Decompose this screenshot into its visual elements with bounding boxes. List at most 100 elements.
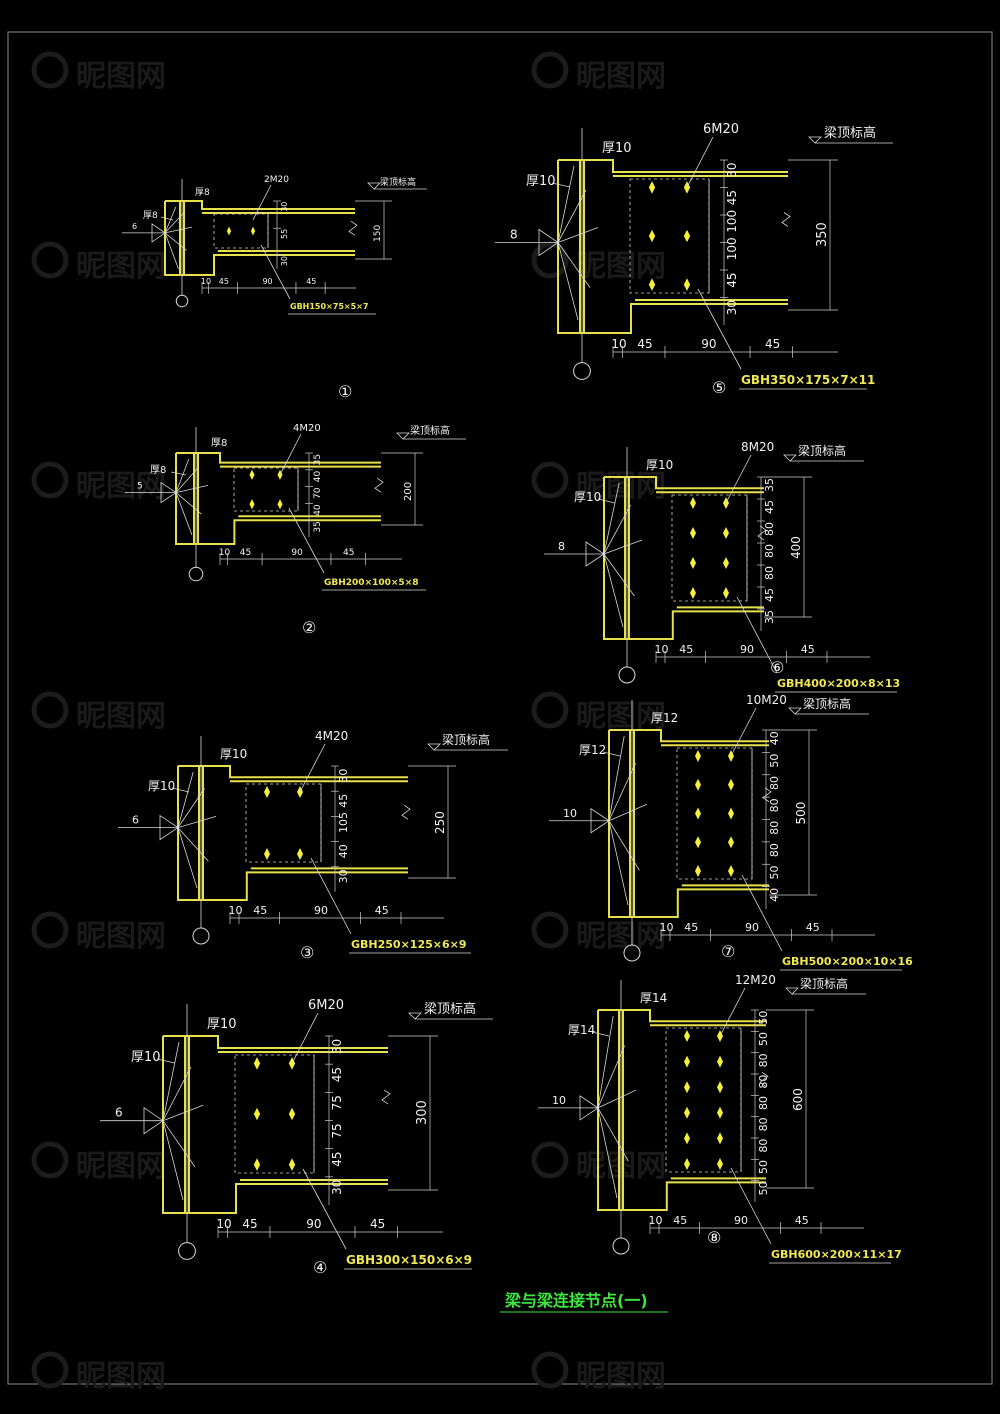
watermark-text: 昵图网 [76, 699, 166, 734]
watermark-text: 昵图网 [576, 59, 666, 94]
beam-top-elevation-label: 梁顶标高 [442, 732, 490, 747]
axis-bubble [618, 666, 636, 684]
connection-plate [213, 213, 269, 249]
horizontal-dimension: 10 [219, 548, 231, 558]
bolt-icon [695, 750, 701, 762]
watermark-logo-icon [31, 51, 69, 89]
watermark-logo-icon [531, 241, 569, 279]
leader-line [602, 751, 621, 757]
bolt-callout: 4M20 [315, 729, 348, 743]
bolt-icon [717, 1132, 723, 1145]
vertical-dimension: 30 [725, 162, 739, 177]
bolt-icon [249, 499, 255, 510]
weld-symbol [122, 223, 167, 243]
plate-thickness-top: 厚10 [646, 458, 673, 472]
horizontal-dimension: 90 [306, 1217, 321, 1231]
leader-line [730, 1167, 772, 1245]
watermark-text: 昵图网 [576, 249, 666, 284]
plate-thickness-left: 厚10 [574, 490, 601, 504]
vertical-dimension: 40 [337, 844, 350, 858]
axis-bubble [178, 1242, 196, 1260]
leader-line [686, 136, 714, 188]
leader-line [156, 1058, 176, 1064]
horizontal-dimension: 10 [660, 921, 674, 934]
beam-height: 600 [791, 1088, 805, 1111]
bolt-icon [250, 226, 256, 236]
vertical-dimension: 50 [757, 1032, 770, 1046]
plate-thickness-top: 厚10 [207, 1017, 237, 1032]
break-mark [759, 1071, 769, 1087]
horizontal-dimension: 45 [240, 548, 251, 558]
leader-line [288, 507, 325, 574]
leader-line [591, 1031, 610, 1037]
plate-thickness-top: 厚12 [651, 711, 678, 725]
bolt-callout: 10M20 [746, 693, 787, 707]
detail-number: ⑦ [721, 942, 735, 961]
weld-symbol [118, 814, 180, 841]
watermark-logo-icon [31, 241, 69, 279]
bolt-icon [684, 1132, 690, 1145]
break-mark [757, 525, 767, 541]
vertical-dimension: 80 [757, 1096, 770, 1110]
stiffener-lines [177, 771, 217, 889]
connection-plate [676, 747, 753, 880]
vertical-dimension: 45 [725, 190, 739, 205]
plate-thickness-left: 厚10 [526, 174, 556, 189]
break-mark [762, 787, 772, 803]
bolt-icon [683, 278, 691, 291]
detail-number: ① [338, 382, 352, 401]
elevation-marker-icon [783, 454, 797, 462]
plate-thickness-top: 厚8 [195, 187, 210, 198]
vertical-dimension: 35 [763, 478, 776, 492]
bolt-icon [690, 527, 696, 539]
connection-plate [245, 783, 322, 863]
break-mark [381, 1089, 391, 1105]
bolt-icon [728, 778, 734, 791]
beam-top-elevation-label: 梁顶标高 [380, 176, 416, 188]
leader-line [160, 216, 174, 221]
horizontal-dimension: 90 [734, 1214, 748, 1227]
beam-outline [162, 1035, 388, 1214]
bolt-icon [690, 557, 696, 569]
bolt-icon [684, 1030, 690, 1042]
detail-number: ③ [300, 943, 314, 962]
elevation-marker-icon [788, 707, 802, 715]
bolt-callout: 4M20 [293, 423, 321, 434]
axis-bubble [188, 566, 204, 582]
vertical-dimension: 45 [330, 1067, 344, 1082]
watermark-logo-icon [531, 1141, 569, 1179]
detail-number: ⑥ [770, 658, 784, 677]
bolt-icon [683, 229, 691, 243]
vertical-dimension: 50 [768, 754, 781, 768]
stiffener-lines [608, 735, 648, 906]
beam-flange [220, 465, 381, 518]
leader-line [730, 707, 757, 757]
detail-number: ⑤ [712, 378, 726, 397]
horizontal-dimension: 45 [370, 1217, 385, 1231]
section-spec: GBH200×100×5×8 [324, 578, 419, 588]
watermark-logo-icon [531, 911, 569, 949]
bolt-icon [717, 1055, 723, 1068]
horizontal-dimension: 45 [795, 1214, 809, 1227]
break-mark [401, 804, 411, 820]
leader-line [736, 596, 778, 674]
stiffener-lines [557, 165, 599, 321]
axis-bubble [192, 927, 210, 945]
leader-line [725, 454, 752, 504]
bolt-callout: 2M20 [264, 175, 289, 185]
watermark-logo-icon [531, 461, 569, 499]
beam-height: 200 [403, 482, 414, 501]
vertical-dimension: 100 [725, 237, 739, 260]
horizontal-dimension: 45 [306, 277, 316, 286]
horizontal-dimension: 45 [806, 921, 820, 934]
plate-thickness-top: 厚8 [211, 437, 227, 449]
horizontal-dimension: 45 [801, 643, 815, 656]
vertical-dimension: 105 [337, 812, 350, 833]
vertical-dimension: 80 [757, 1053, 770, 1067]
vertical-dimension: 45 [763, 500, 776, 514]
watermark-text: 昵图网 [76, 249, 166, 284]
elevation-marker-icon [785, 987, 799, 995]
bolt-icon [717, 1158, 723, 1170]
horizontal-dimension: 10 [229, 904, 243, 917]
